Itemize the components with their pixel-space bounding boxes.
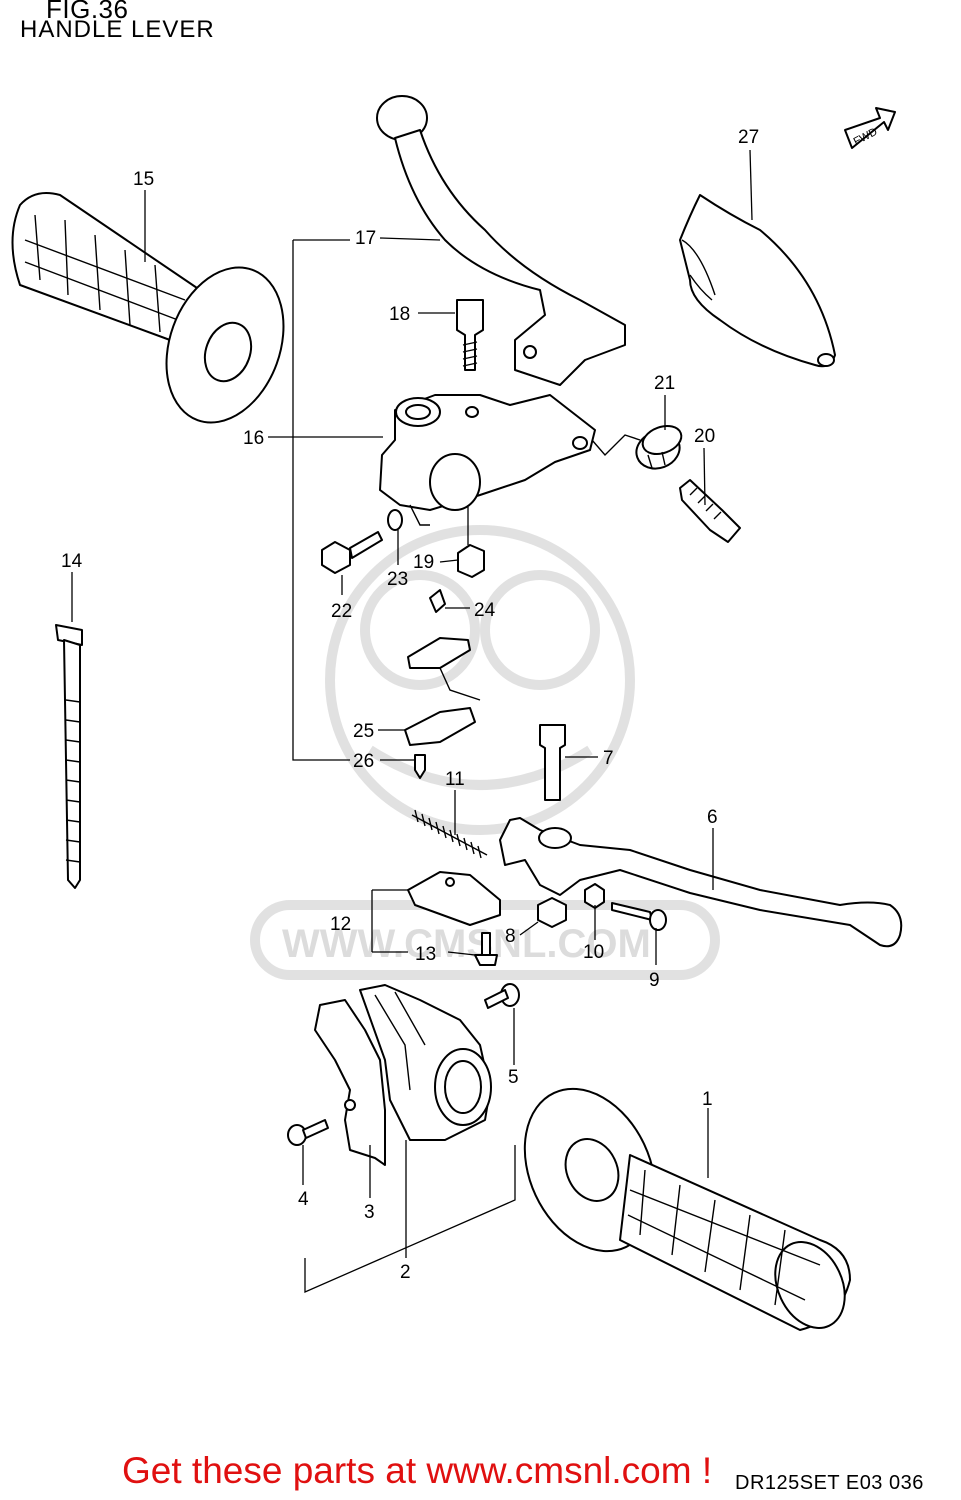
callout-9: 9 — [649, 970, 660, 991]
callout-15: 15 — [133, 169, 154, 190]
callout-6: 6 — [707, 807, 718, 828]
callout-21: 21 — [654, 373, 675, 394]
figure-number: FIG.36 — [46, 0, 129, 24]
part-15-left-grip — [11, 192, 285, 424]
part-11-spring — [411, 809, 488, 859]
part-12-brake-switch — [407, 871, 501, 926]
leader-lines — [71, 149, 753, 1293]
part-22-holder-bolt — [321, 531, 383, 574]
part-6-brake-lever — [499, 817, 903, 948]
part-10-nut — [584, 883, 605, 909]
part-20-cable-adjuster — [679, 479, 741, 543]
part-23-washer — [387, 509, 403, 531]
callout-27: 27 — [738, 127, 759, 148]
watermark-logo: WWW.CMSNL.COM — [250, 525, 720, 980]
callout-2: 2 — [400, 1262, 411, 1283]
part-16-lever-holder — [379, 394, 596, 526]
figure-title: HANDLE LEVER — [20, 16, 215, 43]
callout-5: 5 — [508, 1067, 519, 1088]
callout-26: 26 — [353, 751, 374, 772]
part-27-lever-cover — [679, 194, 836, 368]
switch-plate — [407, 637, 481, 701]
callout-14: 14 — [61, 551, 83, 572]
callout-20: 20 — [694, 426, 715, 447]
fwd-arrow-icon: FWD — [844, 107, 896, 149]
part-5-screw — [484, 983, 520, 1009]
callout-19: 19 — [413, 552, 434, 573]
part-26-screw — [414, 754, 426, 779]
part-19-nut — [457, 544, 485, 578]
part-3-bracket — [314, 999, 386, 1166]
part-14-cable-tie — [55, 624, 83, 889]
callout-13: 13 — [415, 944, 436, 965]
callout-18: 18 — [389, 304, 410, 325]
diagram-code: DR125SET E03 036 — [735, 1472, 924, 1494]
callout-4: 4 — [298, 1189, 309, 1210]
callout-24: 24 — [474, 600, 496, 621]
callout-3: 3 — [364, 1202, 375, 1223]
callout-23: 23 — [387, 569, 408, 590]
part-2-throttle-housing — [359, 984, 492, 1141]
watermark-text: WWW.CMSNL.COM — [282, 922, 651, 966]
part-1-throttle-grip — [523, 1087, 851, 1331]
part-8-nut — [537, 897, 567, 928]
callout-12: 12 — [330, 914, 351, 935]
part-4-screw — [287, 1119, 329, 1146]
part-18-pivot-bolt — [456, 299, 484, 371]
callout-16: 16 — [243, 428, 264, 449]
callout-17: 17 — [355, 228, 376, 249]
promo-link[interactable]: Get these parts at www.cmsnl.com ! — [122, 1450, 713, 1491]
part-25-cushion — [404, 707, 476, 746]
callout-25: 25 — [353, 721, 374, 742]
part-24-clip — [429, 589, 446, 613]
callout-1: 1 — [702, 1089, 713, 1110]
callout-22: 22 — [331, 601, 352, 622]
part-21-adjuster-locknut — [635, 424, 683, 470]
part-9-lever-bolt — [611, 902, 667, 931]
part-7-pivot-bolt — [539, 724, 566, 801]
callout-11: 11 — [445, 769, 465, 790]
part-13-screw — [474, 932, 498, 966]
callout-10: 10 — [583, 942, 604, 963]
callout-7: 7 — [603, 748, 614, 769]
callout-numbers: 1 2 3 4 5 6 7 8 9 10 11 12 13 14 15 16 1… — [61, 127, 759, 1283]
callout-8: 8 — [505, 926, 516, 947]
part-17-clutch-lever — [376, 95, 626, 386]
